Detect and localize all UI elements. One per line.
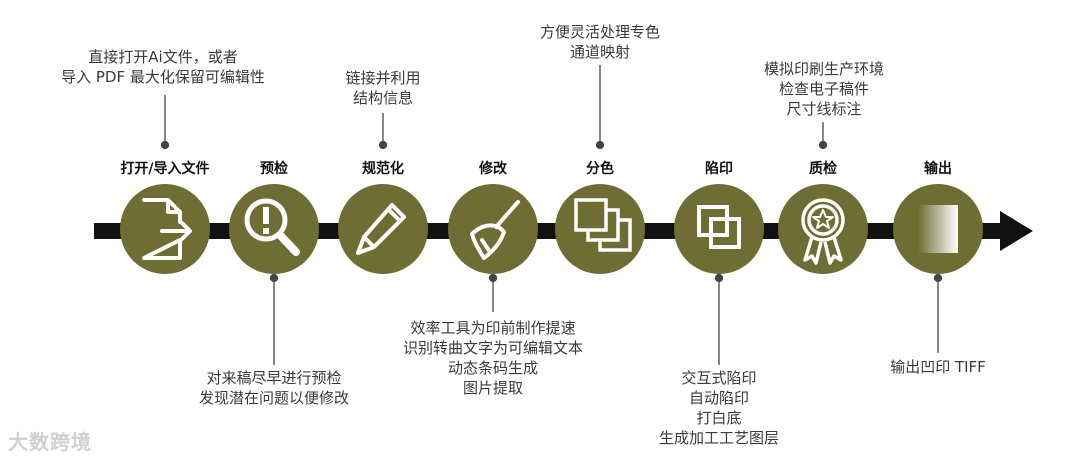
connector-dot (488, 273, 498, 283)
step-circle-modify (448, 184, 538, 274)
annotation-line: 结构信息 (352, 89, 413, 107)
award-badge-icon (801, 198, 845, 265)
connector-dot (378, 140, 388, 150)
connector-dot (595, 140, 605, 150)
annotation-line: 效率工具为印前制作提速 (410, 319, 576, 337)
annotation-line: 打白底 (696, 409, 742, 427)
annotation-output: 输出凹印 TIFF (808, 357, 1068, 377)
timeline-arrow-shaft (94, 223, 1006, 239)
pencil-icon (356, 203, 406, 255)
overlap-squares-icon (697, 205, 741, 249)
annotation-qc: 模拟印刷生产环境 检查电子稿件 尺寸线标注 (694, 59, 954, 119)
step-circle-trap (674, 184, 764, 274)
annotation-normalize: 链接并利用 结构信息 (253, 68, 513, 108)
step-label-trap: 陷印 (705, 161, 733, 177)
step-label-open: 打开/导入文件 (120, 161, 210, 177)
annotation-line: 生成加工工艺图层 (658, 429, 779, 447)
annotation-preflight: 对来稿尽早进行预检 发现潜在问题以便修改 (144, 368, 404, 408)
step-label-preflight: 预检 (260, 161, 288, 177)
annotation-line: 方便灵活处理专色 (539, 23, 660, 41)
annotation-line: 导入 PDF 最大化保留可编辑性 (61, 68, 265, 86)
connector-dot (160, 140, 170, 150)
annotation-line: 通道映射 (569, 43, 630, 61)
annotation-separate: 方便灵活处理专色 通道映射 (470, 22, 730, 62)
annotation-line: 对来稿尽早进行预检 (206, 369, 342, 387)
annotation-line: 动态条码生成 (447, 359, 538, 377)
annotation-trap: 交互式陷印 自动陷印 打白底 生成加工工艺图层 (589, 368, 849, 448)
annotation-line: 交互式陷印 (681, 369, 757, 387)
annotation-line: 图片提取 (462, 379, 523, 397)
step-circle-preflight (229, 184, 319, 274)
step-circle-normalize (338, 184, 428, 274)
connector-dot (714, 273, 724, 283)
broom-icon (470, 200, 520, 260)
step-label-qc: 质检 (809, 161, 837, 177)
annotation-line: 自动陷印 (688, 389, 749, 407)
gradient-square-icon (918, 205, 958, 253)
watermark: 大数跨境 (8, 430, 92, 454)
step-label-normalize: 规范化 (362, 161, 404, 177)
annotation-line: 检查电子稿件 (778, 80, 869, 98)
step-label-modify: 修改 (479, 161, 507, 177)
connector-dot (818, 140, 828, 150)
connector-dot (269, 273, 279, 283)
step-circle-qc (778, 184, 868, 274)
annotation-modify: 效率工具为印前制作提速 识别转曲文字为可编辑文本 动态条码生成 图片提取 (363, 318, 623, 398)
annotation-line: 模拟印刷生产环境 (763, 60, 884, 78)
step-label-separate: 分色 (586, 161, 614, 177)
step-label-output: 输出 (924, 161, 952, 177)
stacked-pages-icon (574, 198, 632, 252)
annotation-line: 发现潜在问题以便修改 (198, 389, 349, 407)
connector-dot (933, 273, 943, 283)
preflight-magnifier-icon (244, 198, 300, 256)
annotation-line: 尺寸线标注 (786, 100, 862, 118)
import-file-icon (142, 198, 192, 260)
annotation-line: 识别转曲文字为可编辑文本 (402, 339, 583, 357)
connectors (160, 65, 943, 365)
annotation-line: 输出凹印 TIFF (890, 358, 986, 376)
annotation-line: 链接并利用 (345, 69, 421, 87)
annotation-open: 直接打开Ai文件，或者 导入 PDF 最大化保留可编辑性 (33, 47, 293, 87)
annotation-line: 直接打开Ai文件，或者 (88, 48, 238, 66)
timeline-arrow-head (1000, 211, 1033, 251)
